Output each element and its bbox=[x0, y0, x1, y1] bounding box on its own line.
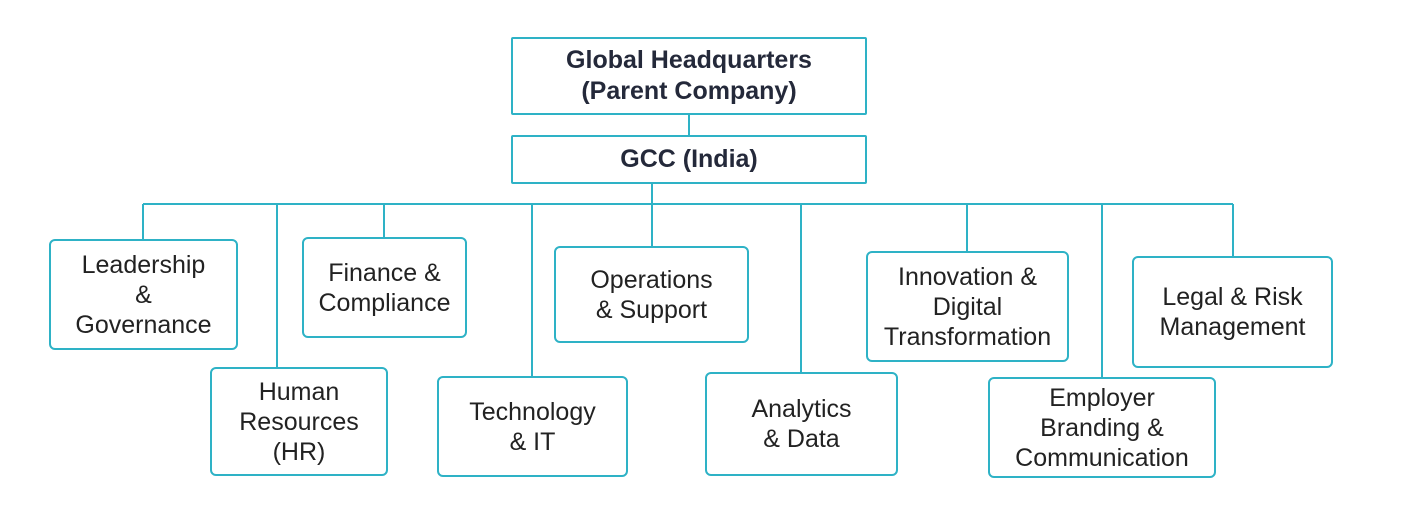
operations-support-node: Operations & Support bbox=[554, 246, 749, 343]
legal-risk-management-label: Legal & Risk Management bbox=[1159, 283, 1306, 341]
employer-branding-communication-label: Employer Branding & Communication bbox=[1015, 383, 1189, 472]
finance-compliance-node: Finance & Compliance bbox=[302, 237, 467, 338]
analytics-data-label: Analytics & Data bbox=[751, 395, 852, 453]
human-resources-node: Human Resources (HR) bbox=[210, 367, 388, 476]
technology-it-label: Technology & IT bbox=[469, 397, 596, 456]
employer-branding-communication-node: Employer Branding & Communication bbox=[988, 377, 1216, 478]
leadership-governance-node: Leadership & Governance bbox=[49, 239, 238, 350]
leadership-governance-label: Leadership & Governance bbox=[75, 250, 212, 339]
operations-support-label: Operations & Support bbox=[590, 265, 713, 324]
technology-it-node: Technology & IT bbox=[437, 376, 628, 477]
legal-risk-management-node: Legal & Risk Management bbox=[1132, 256, 1333, 368]
gcc-india-label: GCC (India) bbox=[620, 145, 758, 173]
human-resources-label: Human Resources (HR) bbox=[239, 377, 359, 466]
analytics-data-node: Analytics & Data bbox=[705, 372, 898, 476]
global-headquarters-node: Global Headquarters (Parent Company) bbox=[511, 37, 867, 115]
finance-compliance-label: Finance & Compliance bbox=[318, 258, 451, 317]
innovation-digital-transformation-label: Innovation & Digital Transformation bbox=[883, 262, 1052, 351]
gcc-india-node: GCC (India) bbox=[511, 135, 867, 184]
innovation-digital-transformation-node: Innovation & Digital Transformation bbox=[866, 251, 1069, 362]
global-headquarters-label: Global Headquarters (Parent Company) bbox=[566, 46, 812, 105]
